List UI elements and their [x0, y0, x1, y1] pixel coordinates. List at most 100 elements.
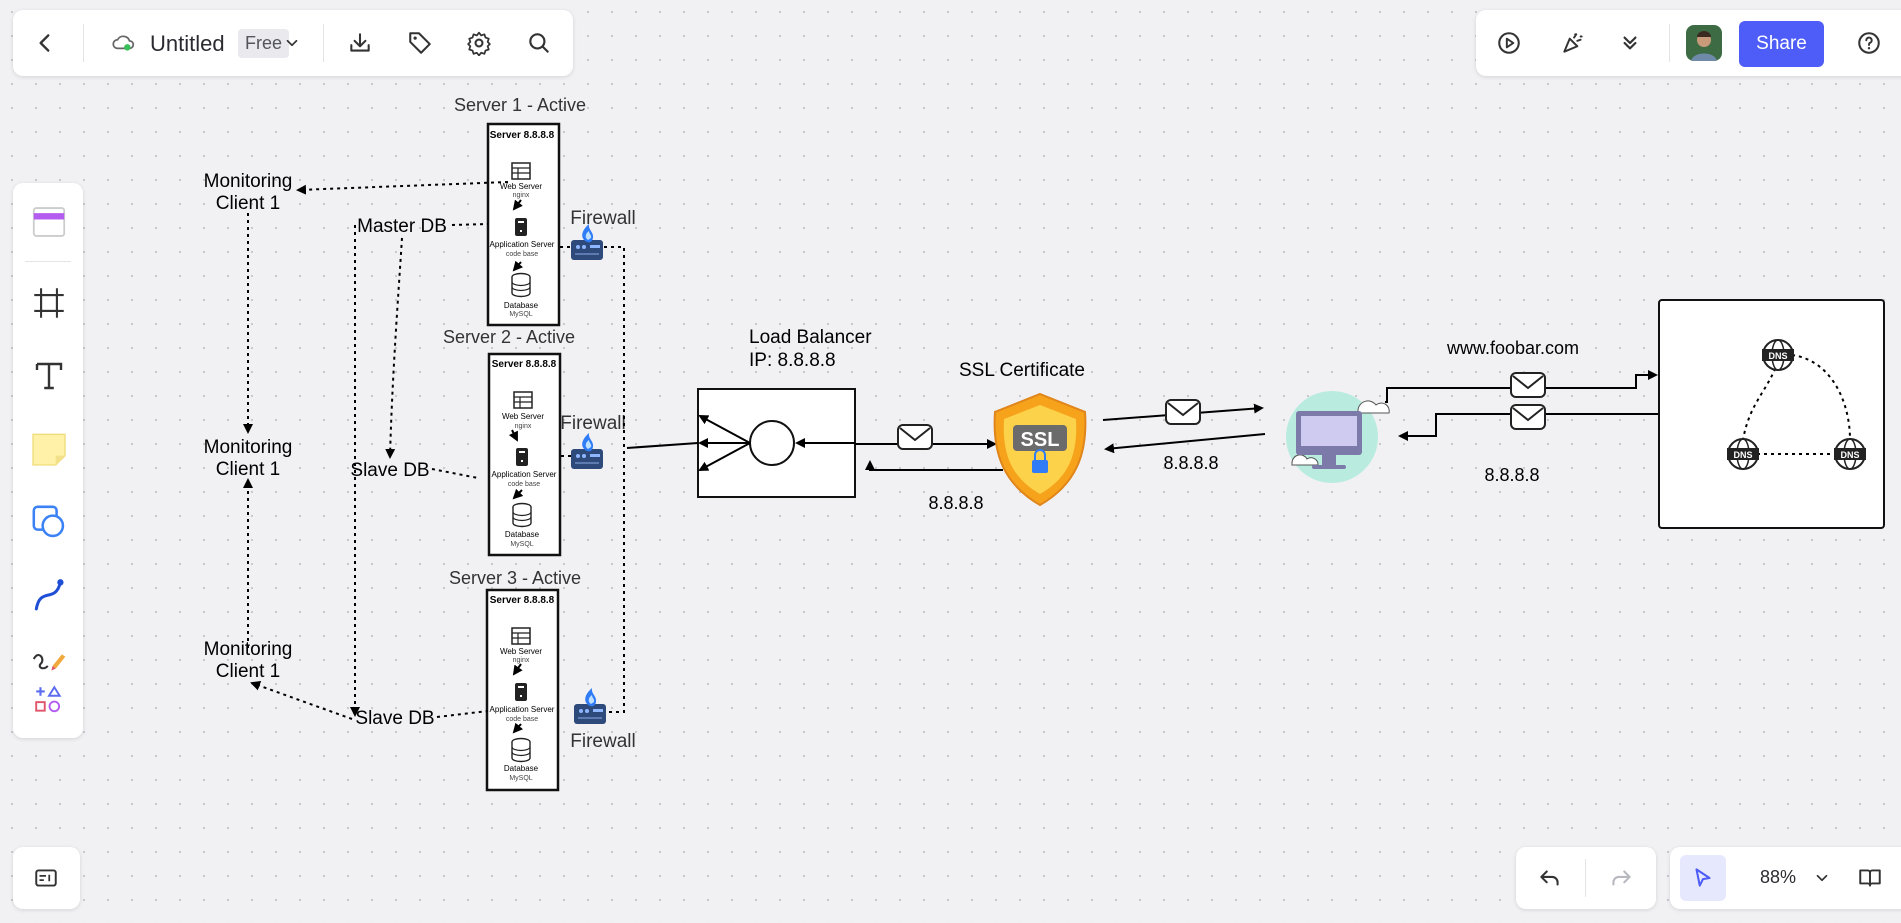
firewall-3[interactable]: Firewall: [570, 688, 636, 752]
server-2-web-label: Web Server: [502, 412, 544, 421]
load-balancer[interactable]: Load Balancer IP: 8.8.8.8: [697, 327, 872, 498]
divider: [1669, 24, 1670, 62]
slave-db-label[interactable]: Slave DB: [355, 708, 434, 729]
firewall-1[interactable]: Firewall: [570, 208, 636, 260]
firewall-icon: [571, 433, 603, 469]
map-layout-icon: [35, 869, 57, 887]
ip-label: 8.8.8.8: [1484, 465, 1539, 485]
ssl-title: SSL Certificate: [959, 360, 1085, 381]
present-button[interactable]: [1489, 23, 1529, 63]
master-db-label[interactable]: Master DB: [357, 216, 447, 237]
monitoring-client-3[interactable]: Monitoring Client 1: [204, 639, 293, 682]
app-server-icon: [515, 683, 527, 701]
database-icon: [511, 272, 531, 298]
cursor-icon: [1695, 868, 1711, 887]
server-1-web-label: Web Server: [500, 182, 542, 191]
plan-badge[interactable]: Free: [238, 29, 290, 58]
firewall-icon: [574, 688, 606, 724]
tool-more-shapes[interactable]: [26, 680, 72, 720]
template-icon: [32, 207, 66, 237]
tool-pen[interactable]: [26, 642, 72, 676]
download-button[interactable]: [340, 23, 380, 63]
back-button[interactable]: [25, 23, 65, 63]
search-button[interactable]: [519, 23, 559, 63]
envelope-icon: [1510, 404, 1546, 430]
server-3-app-sub: code base: [506, 716, 538, 723]
divider: [25, 261, 71, 262]
server-3-app-label: Application Server: [490, 705, 555, 714]
tool-text[interactable]: [26, 353, 72, 399]
zoom-panel: 88%: [1670, 847, 1901, 909]
document-title[interactable]: Untitled: [150, 31, 225, 56]
server-1-db-sub: MySQL: [509, 311, 532, 318]
book-button[interactable]: [1850, 858, 1890, 898]
tag-icon: [409, 32, 431, 54]
client-computer[interactable]: [1286, 391, 1390, 483]
help-button[interactable]: [1849, 23, 1889, 63]
firewall-label: Firewall: [560, 413, 625, 434]
server-3-db-sub: MySQL: [509, 775, 532, 782]
envelope-icon: [897, 424, 933, 450]
server-1-db-label: Database: [504, 301, 539, 310]
text-icon: [35, 362, 63, 390]
redo-button[interactable]: [1601, 858, 1641, 898]
cloud-sync-button[interactable]: [103, 23, 143, 63]
avatar[interactable]: [1686, 25, 1722, 61]
load-balancer-ip: IP: 8.8.8.8: [749, 350, 836, 371]
dns-text: DNS: [1840, 450, 1859, 460]
connector-curve-icon: [34, 579, 64, 611]
dns-text: DNS: [1733, 450, 1752, 460]
web-server-icon: [513, 391, 533, 409]
tool-templates[interactable]: [26, 199, 72, 245]
tool-shapes[interactable]: [26, 499, 72, 545]
top-left-toolbar: Untitled Free: [13, 10, 573, 76]
chevron-down-icon: [286, 39, 298, 47]
monitoring-client-1[interactable]: Monitoring Client 1: [204, 171, 293, 214]
web-server-icon: [511, 162, 531, 180]
monitoring-label-line1: Monitoring: [204, 437, 293, 458]
ssl-certificate[interactable]: SSL Certificate SSL: [959, 360, 1087, 507]
server-3[interactable]: Server 3 - Active Server 8.8.8.8 Web Ser…: [449, 568, 581, 792]
minimap-button[interactable]: [26, 858, 66, 898]
firewall-2[interactable]: Firewall: [560, 413, 626, 469]
envelope-icon: [1510, 372, 1546, 398]
server-2-box-label: Server 8.8.8.8: [492, 359, 557, 370]
more-button[interactable]: [1610, 23, 1650, 63]
server-2-web-sub: nginx: [515, 423, 532, 430]
undo-button[interactable]: [1530, 858, 1570, 898]
settings-button[interactable]: [459, 23, 499, 63]
chevron-left-icon: [39, 34, 50, 52]
database-icon: [512, 502, 532, 528]
zoom-dropdown-button[interactable]: [1809, 858, 1835, 898]
server-3-db-label: Database: [504, 764, 539, 773]
ip-label: 8.8.8.8: [928, 493, 983, 513]
search-icon: [529, 33, 549, 53]
server-1[interactable]: Server 1 - Active Server 8.8.8.8 Web Ser…: [454, 95, 586, 327]
title-dropdown-button[interactable]: [279, 23, 305, 63]
server-2[interactable]: Server 2 - Active Server 8.8.8.8 Web Ser…: [443, 327, 575, 557]
bottom-left-panel: [13, 847, 80, 909]
tool-connector[interactable]: [26, 572, 72, 618]
download-icon: [350, 33, 370, 52]
dns-cluster[interactable]: DNS DNS DNS: [1658, 299, 1885, 529]
server-2-db-label: Database: [505, 530, 540, 539]
share-button[interactable]: Share: [1739, 21, 1824, 67]
shapes-library-icon: [35, 685, 62, 713]
monitoring-client-2[interactable]: Monitoring Client 1: [204, 437, 293, 480]
zoom-level[interactable]: 88%: [1760, 867, 1797, 887]
tool-sticky-note[interactable]: [26, 426, 72, 472]
firewall-label: Firewall: [570, 731, 635, 752]
server-3-title: Server 3 - Active: [449, 568, 581, 588]
load-balancer-title: Load Balancer: [749, 327, 872, 348]
undo-icon: [1540, 870, 1559, 886]
slave-db-label[interactable]: Slave DB: [350, 460, 429, 481]
tag-button[interactable]: [400, 23, 440, 63]
tool-frame[interactable]: [26, 280, 72, 326]
ssl-badge-text: SSL: [1021, 429, 1060, 451]
monitoring-label-line1: Monitoring: [204, 639, 293, 660]
select-tool-button[interactable]: [1680, 855, 1726, 901]
undo-redo-panel: [1516, 847, 1656, 909]
dns-text: DNS: [1768, 351, 1787, 361]
celebrate-button[interactable]: [1553, 23, 1593, 63]
